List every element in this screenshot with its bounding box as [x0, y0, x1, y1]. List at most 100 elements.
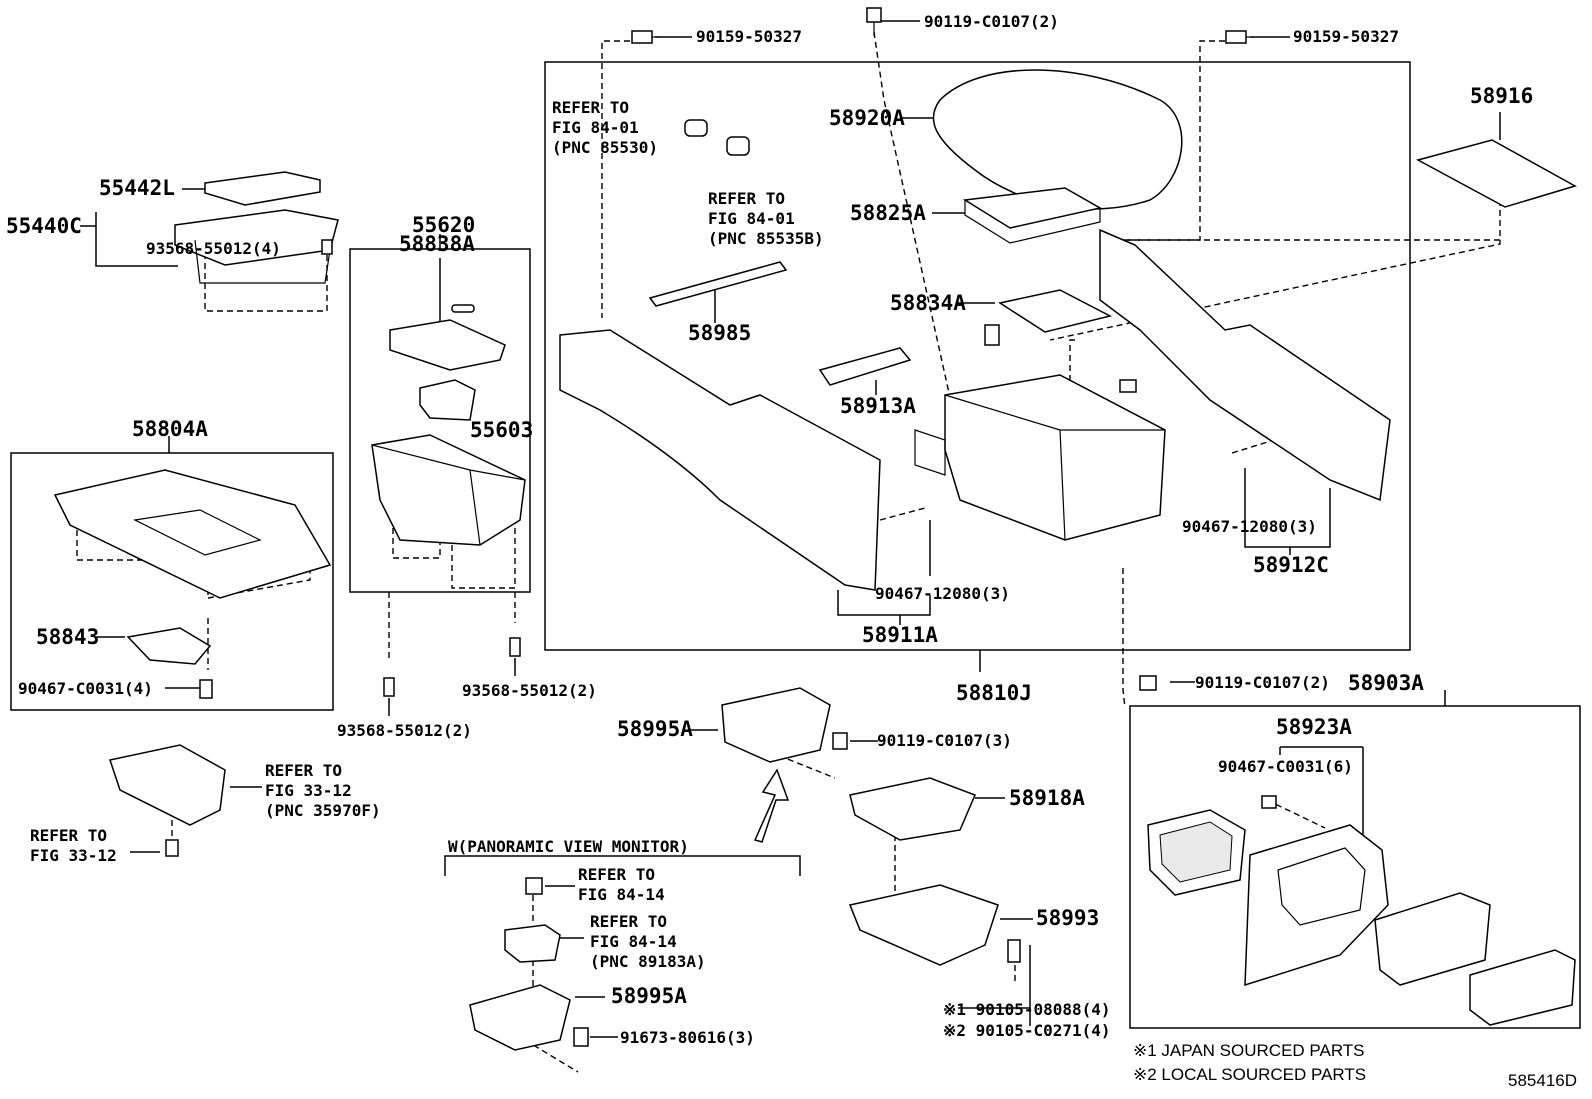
strip-58985	[648, 261, 788, 307]
panoramic-bracket	[444, 855, 801, 876]
panel-inner	[1374, 892, 1491, 986]
bracket-58993	[848, 884, 999, 966]
label-58810j: 58810J	[956, 681, 1032, 705]
refer-84-14-a-fig: FIG 84-14	[578, 885, 665, 904]
label-58838a: 58838A	[399, 232, 475, 256]
trim-58913A	[818, 347, 912, 386]
label-58995a: 58995A	[617, 717, 693, 741]
refer-84-01-a: REFER TO	[552, 98, 629, 117]
label-58995a-2: 58995A	[611, 984, 687, 1008]
label-58825a: 58825A	[850, 201, 926, 225]
label-90159-50327-right: 90159-50327	[1293, 27, 1399, 46]
side-panel-58912C	[1099, 228, 1391, 502]
refer-84-14-b-pnc: (PNC 89183A)	[590, 952, 706, 971]
label-90467-c0031-4: 90467-C0031(4)	[18, 679, 153, 698]
cover-58838A	[389, 319, 506, 371]
leader-lines	[76, 20, 1501, 1073]
label-58912c: 58912C	[1253, 553, 1329, 577]
clip-icon	[1119, 379, 1137, 393]
refer-33-12-b-fig: FIG 33-12	[30, 846, 117, 865]
label-93568-55012-4: 93568-55012(4)	[146, 239, 281, 258]
clip-icon	[984, 324, 1000, 346]
label-58913a: 58913A	[840, 394, 916, 418]
refer-33-12-b: REFER TO	[30, 826, 107, 845]
label-90119-c0107-2-lower: 90119-C0107(2)	[1195, 673, 1330, 692]
label-91673-80616-3: 91673-80616(3)	[620, 1028, 755, 1047]
label-58920a: 58920A	[829, 106, 905, 130]
note-japan-sourced: ※1 JAPAN SOURCED PARTS	[1133, 1041, 1365, 1060]
label-55603: 55603	[470, 418, 533, 442]
part-drawings	[53, 7, 1577, 1051]
screw-icon	[1139, 675, 1157, 691]
refer-84-01-a-fig: FIG 84-01	[552, 118, 639, 137]
bracket-3312	[109, 744, 226, 826]
label-58804a: 58804A	[132, 417, 208, 441]
label-58985: 58985	[688, 321, 751, 345]
bracket-58843	[126, 627, 212, 665]
bracket-58918A	[849, 777, 976, 841]
label-93568-55012-2-left: 93568-55012(2)	[337, 721, 472, 740]
bracket-box	[419, 379, 476, 421]
label-58916: 58916	[1470, 84, 1533, 108]
label-58834a: 58834A	[890, 291, 966, 315]
refer-84-01-b: REFER TO	[708, 189, 785, 208]
screw-icon	[1225, 30, 1254, 44]
label-58918a: 58918A	[1009, 786, 1085, 810]
mat-58916	[1415, 139, 1577, 208]
socket-icon	[684, 119, 708, 137]
armrest-lid	[932, 69, 1183, 210]
label-55440c: 55440C	[6, 214, 82, 238]
console-body	[944, 374, 1166, 541]
refer-84-01-b-fig: FIG 84-01	[708, 209, 795, 228]
mat-58834A	[998, 289, 1113, 333]
figure-id: 585416D	[1508, 1071, 1577, 1090]
refer-33-12-a-pnc: (PNC 35970F)	[265, 801, 381, 820]
labels: 90159-50327 90119-C0107(2) 90159-50327 R…	[6, 12, 1577, 1090]
screw-icon	[573, 1027, 589, 1047]
refer-33-12-a-fig: FIG 33-12	[265, 781, 352, 800]
refer-84-01-b-pnc: (PNC 85535B)	[708, 229, 824, 248]
label-58923a: 58923A	[1276, 715, 1352, 739]
nut-icon	[525, 877, 543, 895]
screw-icon	[165, 839, 179, 857]
side-panel-58911A	[559, 329, 881, 591]
refer-33-12-a: REFER TO	[265, 761, 342, 780]
bracket-58995A-2	[469, 984, 571, 1051]
label-90467-12080-3-right: 90467-12080(3)	[1182, 517, 1317, 536]
label-90467-12080-3-center: 90467-12080(3)	[875, 584, 1010, 603]
refer-84-14-b: REFER TO	[590, 912, 667, 931]
box-58903A	[1129, 705, 1581, 1029]
screw-icon	[509, 637, 521, 657]
sensor-89183A	[504, 924, 561, 963]
label-90105-08088: ※1 90105-08088(4)	[943, 1000, 1111, 1019]
label-90119-c0107-3: 90119-C0107(3)	[877, 731, 1012, 750]
refer-84-14-b-fig: FIG 84-14	[590, 932, 677, 951]
trim-58804A	[53, 469, 332, 599]
arrow-icon	[753, 768, 790, 843]
screw-icon	[866, 7, 882, 36]
label-58993: 58993	[1036, 906, 1099, 930]
screw-icon	[321, 239, 333, 255]
clip-icon	[199, 679, 213, 699]
screw-icon	[383, 677, 395, 697]
main-console-box	[544, 61, 1411, 651]
label-90467-c0031-6: 90467-C0031(6)	[1218, 757, 1353, 776]
lid-55442L	[204, 171, 321, 206]
label-58843: 58843	[36, 625, 99, 649]
screw-icon	[631, 30, 660, 44]
note-local-sourced: ※2 LOCAL SOURCED PARTS	[1133, 1065, 1366, 1084]
box-58804A	[10, 452, 334, 711]
label-90159-50327-left: 90159-50327	[696, 27, 802, 46]
screw-icon	[832, 732, 848, 750]
screw-icon	[1007, 939, 1021, 963]
label-58903a: 58903A	[1348, 671, 1424, 695]
label-90105-c0271: ※2 90105-C0271(4)	[943, 1021, 1111, 1040]
label-55442l: 55442L	[99, 176, 175, 200]
socket-icon	[726, 136, 750, 156]
label-55620: 55620	[412, 213, 475, 237]
refer-84-01-a-pnc: (PNC 85530)	[552, 138, 658, 157]
panel-58923A	[1244, 824, 1389, 987]
label-90119-c0107-top: 90119-C0107(2)	[924, 12, 1059, 31]
box-55603	[371, 434, 526, 546]
